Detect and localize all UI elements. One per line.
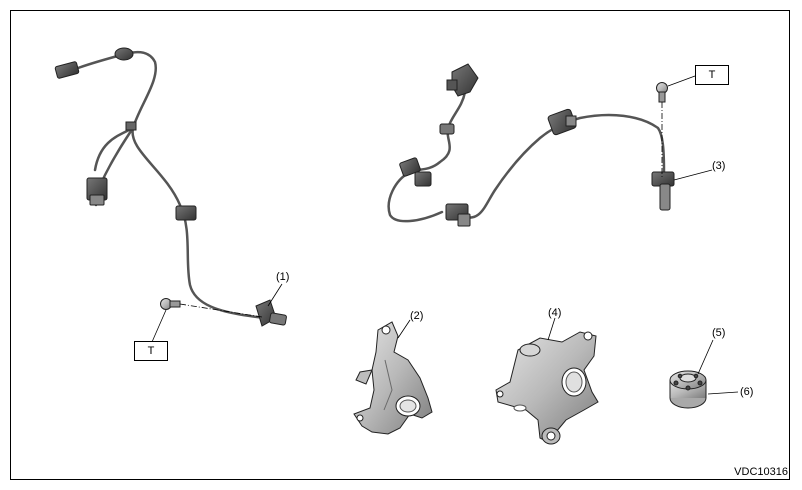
- torque-box-front: T: [134, 341, 168, 361]
- callout-1: (1): [276, 271, 290, 283]
- rear-housing-knuckle: [495, 331, 599, 445]
- figure-code: VDC10316: [734, 466, 788, 478]
- rear-abs-sensor-harness: [387, 90, 666, 223]
- callout-2: (2): [410, 310, 424, 322]
- front-harness-connectors: [54, 47, 287, 327]
- callout-4: (4): [548, 307, 562, 319]
- rear-sensor-bolt: [656, 82, 668, 178]
- leader-lines: [151, 75, 739, 395]
- hub-unit-bearing: [669, 370, 707, 409]
- callout-5: (5): [712, 327, 726, 339]
- torque-box-rear: T: [695, 65, 729, 85]
- front-abs-sensor-harness: [76, 50, 282, 322]
- rear-harness-connectors: [399, 63, 675, 227]
- front-housing-knuckle: [353, 321, 433, 435]
- callout-6: (6): [740, 386, 754, 398]
- front-sensor-bolt: [160, 298, 263, 318]
- callout-3: (3): [712, 160, 726, 172]
